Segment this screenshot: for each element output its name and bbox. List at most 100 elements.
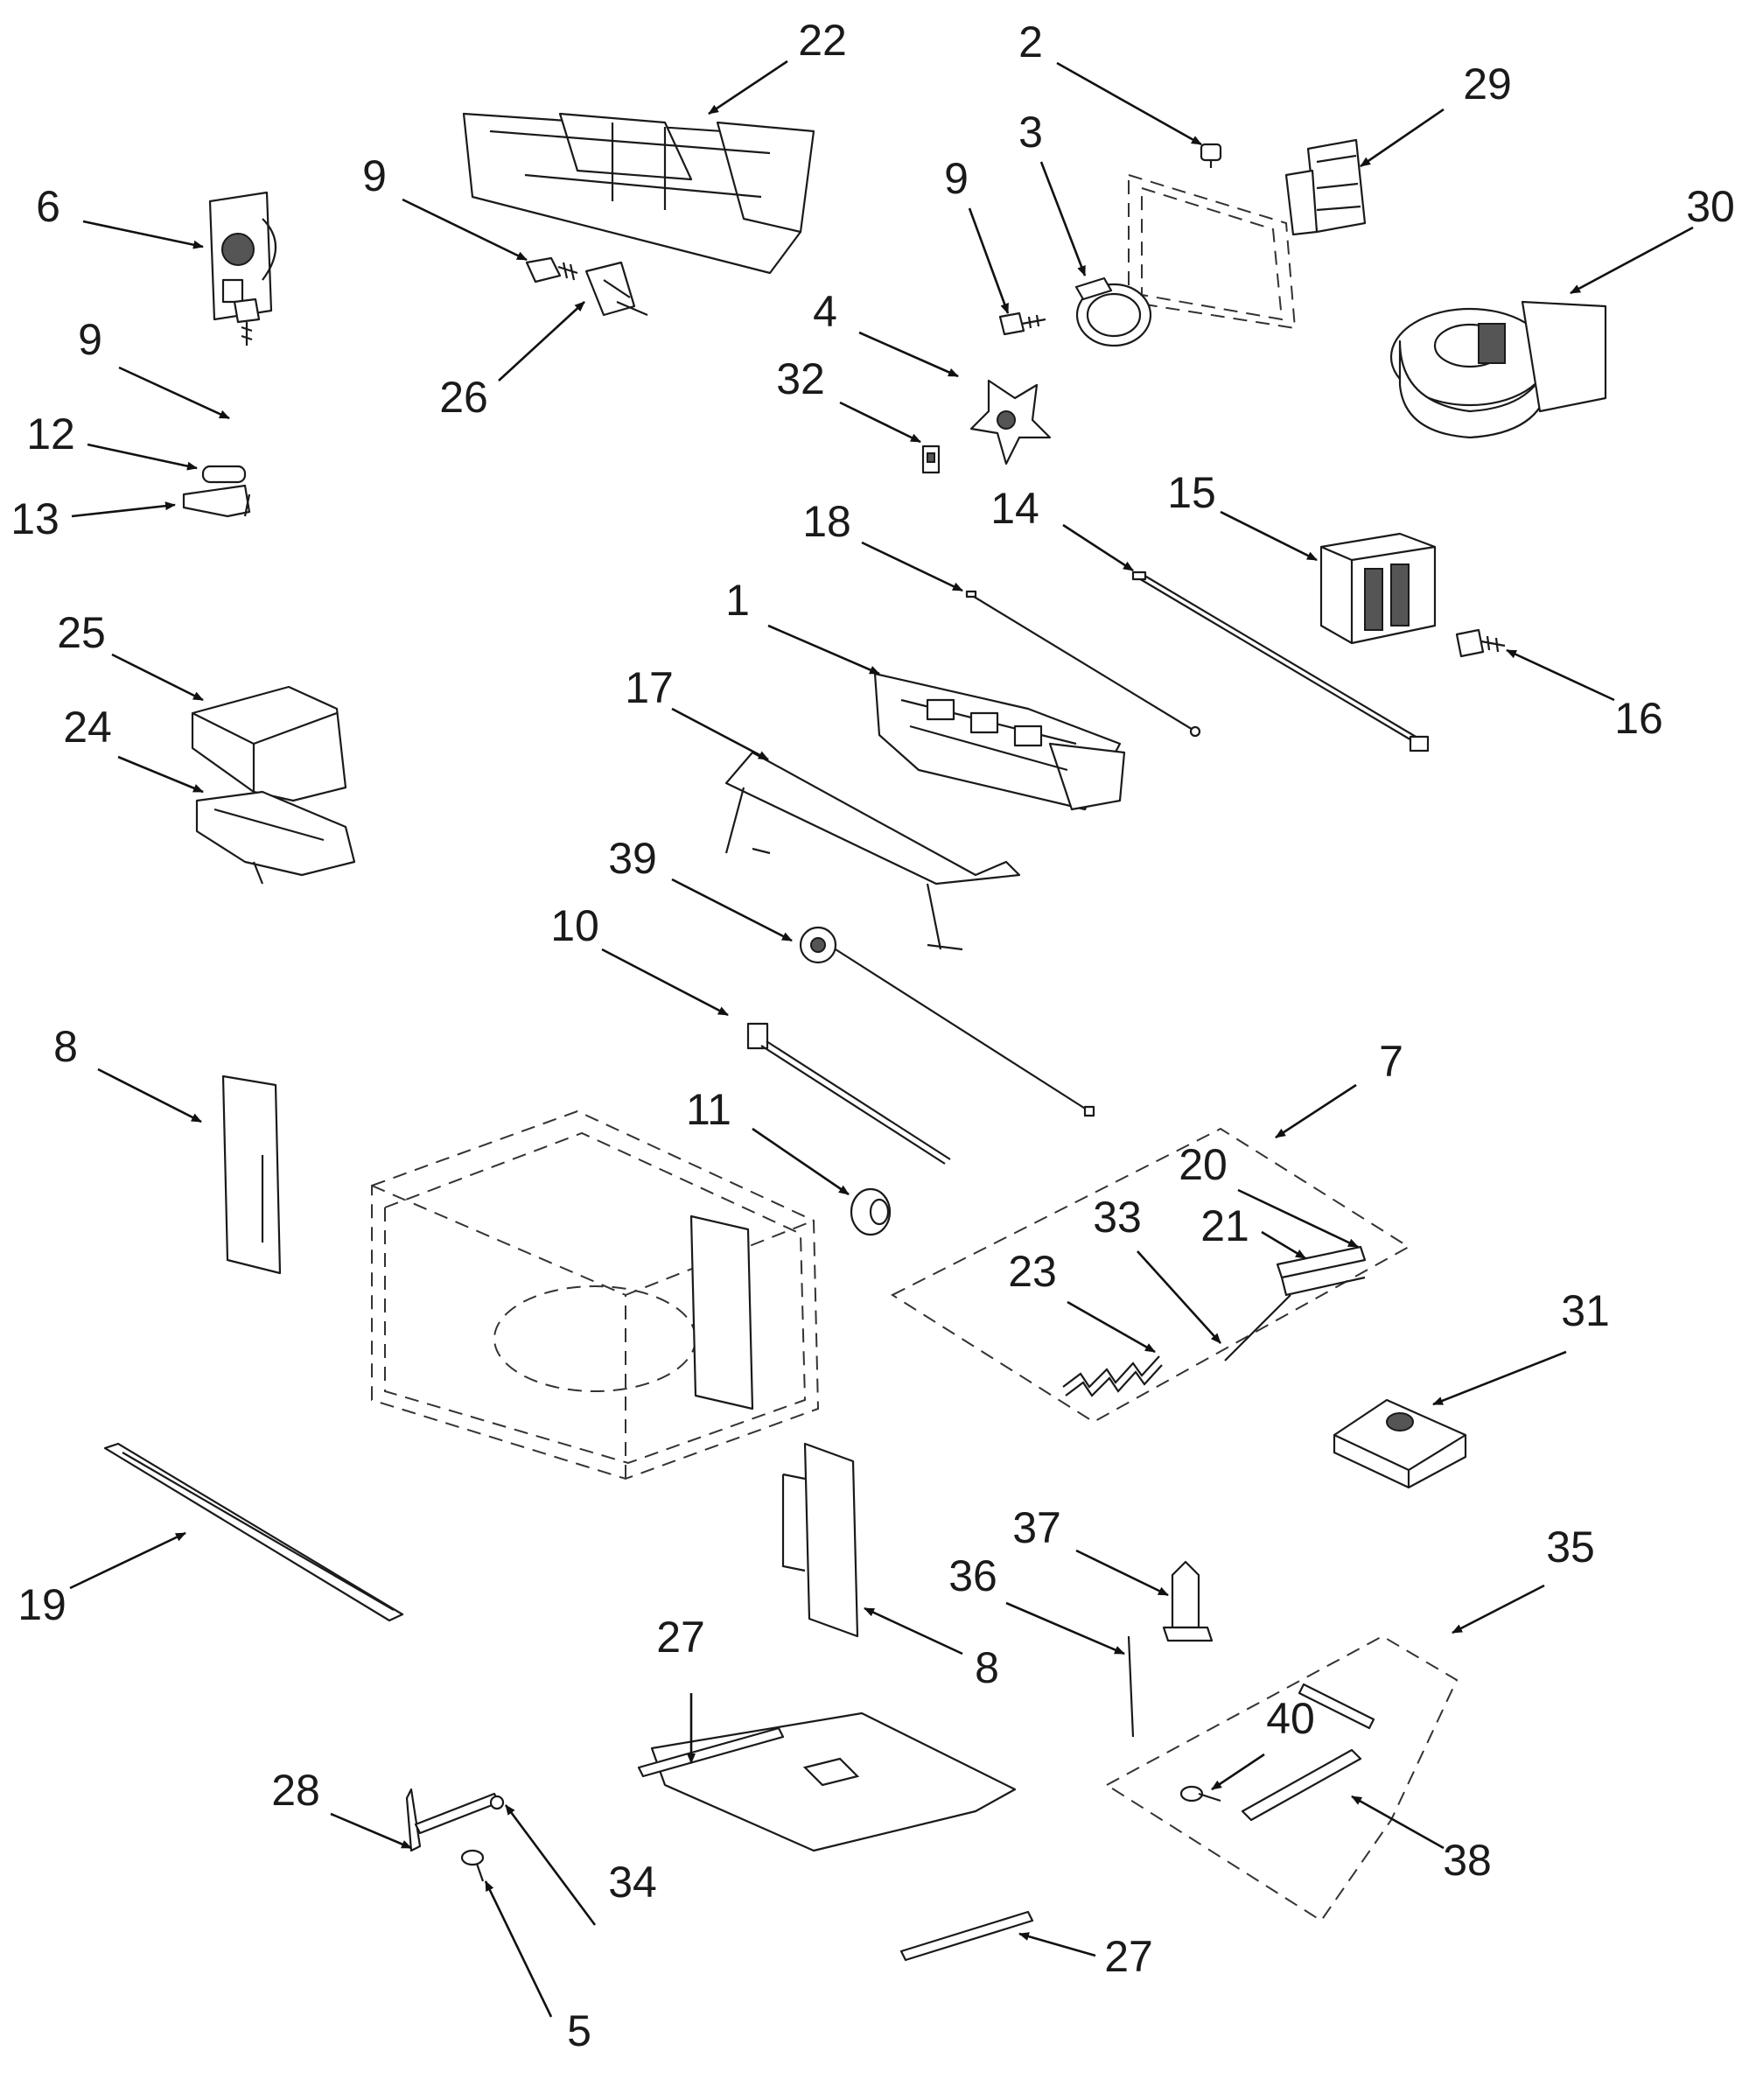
callout-37: 37 <box>1012 1503 1061 1552</box>
callout-11: 11 <box>686 1085 731 1134</box>
callout-9a: 9 <box>362 151 387 200</box>
part-31-transformer <box>1333 1398 1467 1489</box>
leader-23 <box>1067 1300 1156 1354</box>
part-12-fuse <box>201 465 247 484</box>
callout-16: 16 <box>1614 694 1663 743</box>
callout-23: 23 <box>1008 1247 1057 1296</box>
part-24-duct-base <box>195 790 356 885</box>
callout-6: 6 <box>36 182 60 231</box>
callout-39: 39 <box>608 834 657 883</box>
part-11-bushing <box>850 1187 892 1236</box>
callout-15: 15 <box>1167 468 1216 517</box>
leader-37 <box>1075 1549 1169 1597</box>
leader-6 <box>82 220 204 249</box>
callout-32: 32 <box>776 354 825 403</box>
part-22-control-housing <box>462 112 815 275</box>
leader-2 <box>1056 61 1202 146</box>
leader-22 <box>708 60 788 116</box>
callout-21: 21 <box>1200 1201 1249 1250</box>
callout-19: 19 <box>17 1580 66 1629</box>
leader-35 <box>1452 1584 1545 1634</box>
leader-24 <box>117 755 204 794</box>
callout-34: 34 <box>608 1858 657 1907</box>
leader-9b <box>118 366 230 420</box>
leader-26 <box>498 301 585 382</box>
part-26-bracket <box>584 261 648 317</box>
callout-9c: 9 <box>944 154 969 203</box>
part-3-mount-bracket <box>1074 173 1297 347</box>
callout-18: 18 <box>802 497 851 546</box>
part-25-duct-cover <box>191 685 347 802</box>
part-35-hinge-assembly <box>1105 1634 1459 1922</box>
leader-19 <box>69 1531 186 1590</box>
leader-31 <box>1432 1350 1567 1406</box>
callout-10: 10 <box>550 901 599 950</box>
part-40-screw <box>1179 1785 1221 1802</box>
part-27-bottom-tray <box>637 1712 1034 1962</box>
leader-25 <box>111 653 204 702</box>
leader-36 <box>1005 1601 1125 1656</box>
callout-17: 17 <box>625 663 674 712</box>
leader-8a <box>97 1068 202 1124</box>
leader-20 <box>1237 1188 1359 1249</box>
leader-12 <box>87 443 198 471</box>
leader-4 <box>858 331 959 378</box>
callout-27a: 27 <box>656 1613 705 1662</box>
part-13-fuse-holder <box>182 484 251 518</box>
part-10-harness <box>746 1022 951 1165</box>
part-2-connector <box>1200 143 1222 168</box>
callout-8a: 8 <box>53 1022 78 1071</box>
leader-9c <box>968 207 1010 314</box>
part-9-screw-a <box>525 256 578 284</box>
callout-8b: 8 <box>975 1643 999 1692</box>
callout-9b: 9 <box>78 315 102 364</box>
callout-2: 2 <box>1018 18 1043 66</box>
part-34-screw <box>489 1795 505 1810</box>
leader-13 <box>71 501 176 518</box>
callout-labels: 22 2 29 3 30 6 9 9 9 26 4 32 12 13 18 14… <box>10 16 1735 2055</box>
leader-18 <box>861 541 963 592</box>
leader-15 <box>1220 510 1318 562</box>
callout-5: 5 <box>567 2006 591 2055</box>
leader-17 <box>671 707 769 761</box>
part-37-bracket <box>1162 1560 1214 1642</box>
part-32-clip <box>921 444 941 474</box>
leader-3 <box>1039 161 1087 276</box>
callout-35: 35 <box>1546 1522 1595 1572</box>
leader-28 <box>330 1812 412 1850</box>
part-8-insulation-right <box>781 1442 859 1638</box>
callout-22: 22 <box>798 16 847 65</box>
leader-29 <box>1360 108 1445 168</box>
part-9-screw-c <box>998 312 1046 336</box>
leader-10 <box>601 948 729 1017</box>
callout-40: 40 <box>1266 1694 1315 1743</box>
callout-14: 14 <box>990 484 1039 533</box>
leader-arrows <box>69 60 1694 2018</box>
part-28-latch <box>405 1788 500 1852</box>
leader-32 <box>839 401 921 444</box>
callout-1: 1 <box>725 576 750 625</box>
callout-33: 33 <box>1093 1193 1142 1242</box>
leader-7 <box>1275 1083 1357 1139</box>
leader-34 <box>504 1804 597 1926</box>
part-19-rail <box>103 1442 404 1622</box>
part-4-fan-blade <box>969 379 1052 466</box>
leader-30 <box>1570 226 1694 295</box>
leader-5 <box>484 1880 553 2018</box>
leader-39 <box>671 878 793 942</box>
callout-3: 3 <box>1018 108 1043 157</box>
callout-38: 38 <box>1443 1836 1492 1885</box>
leader-1 <box>767 624 880 676</box>
callout-26: 26 <box>439 373 488 422</box>
part-7-assembly-outline <box>890 1127 1410 1424</box>
callout-36: 36 <box>948 1551 997 1600</box>
part-6-relay-board <box>208 191 277 321</box>
leader-14 <box>1062 523 1134 572</box>
part-9-screw-b <box>233 298 261 346</box>
callout-27b: 27 <box>1104 1932 1153 1981</box>
leader-11 <box>752 1127 850 1196</box>
callout-31: 31 <box>1561 1286 1610 1335</box>
part-5-screw <box>460 1849 485 1882</box>
callout-4: 4 <box>813 287 837 336</box>
callout-28: 28 <box>271 1766 320 1815</box>
